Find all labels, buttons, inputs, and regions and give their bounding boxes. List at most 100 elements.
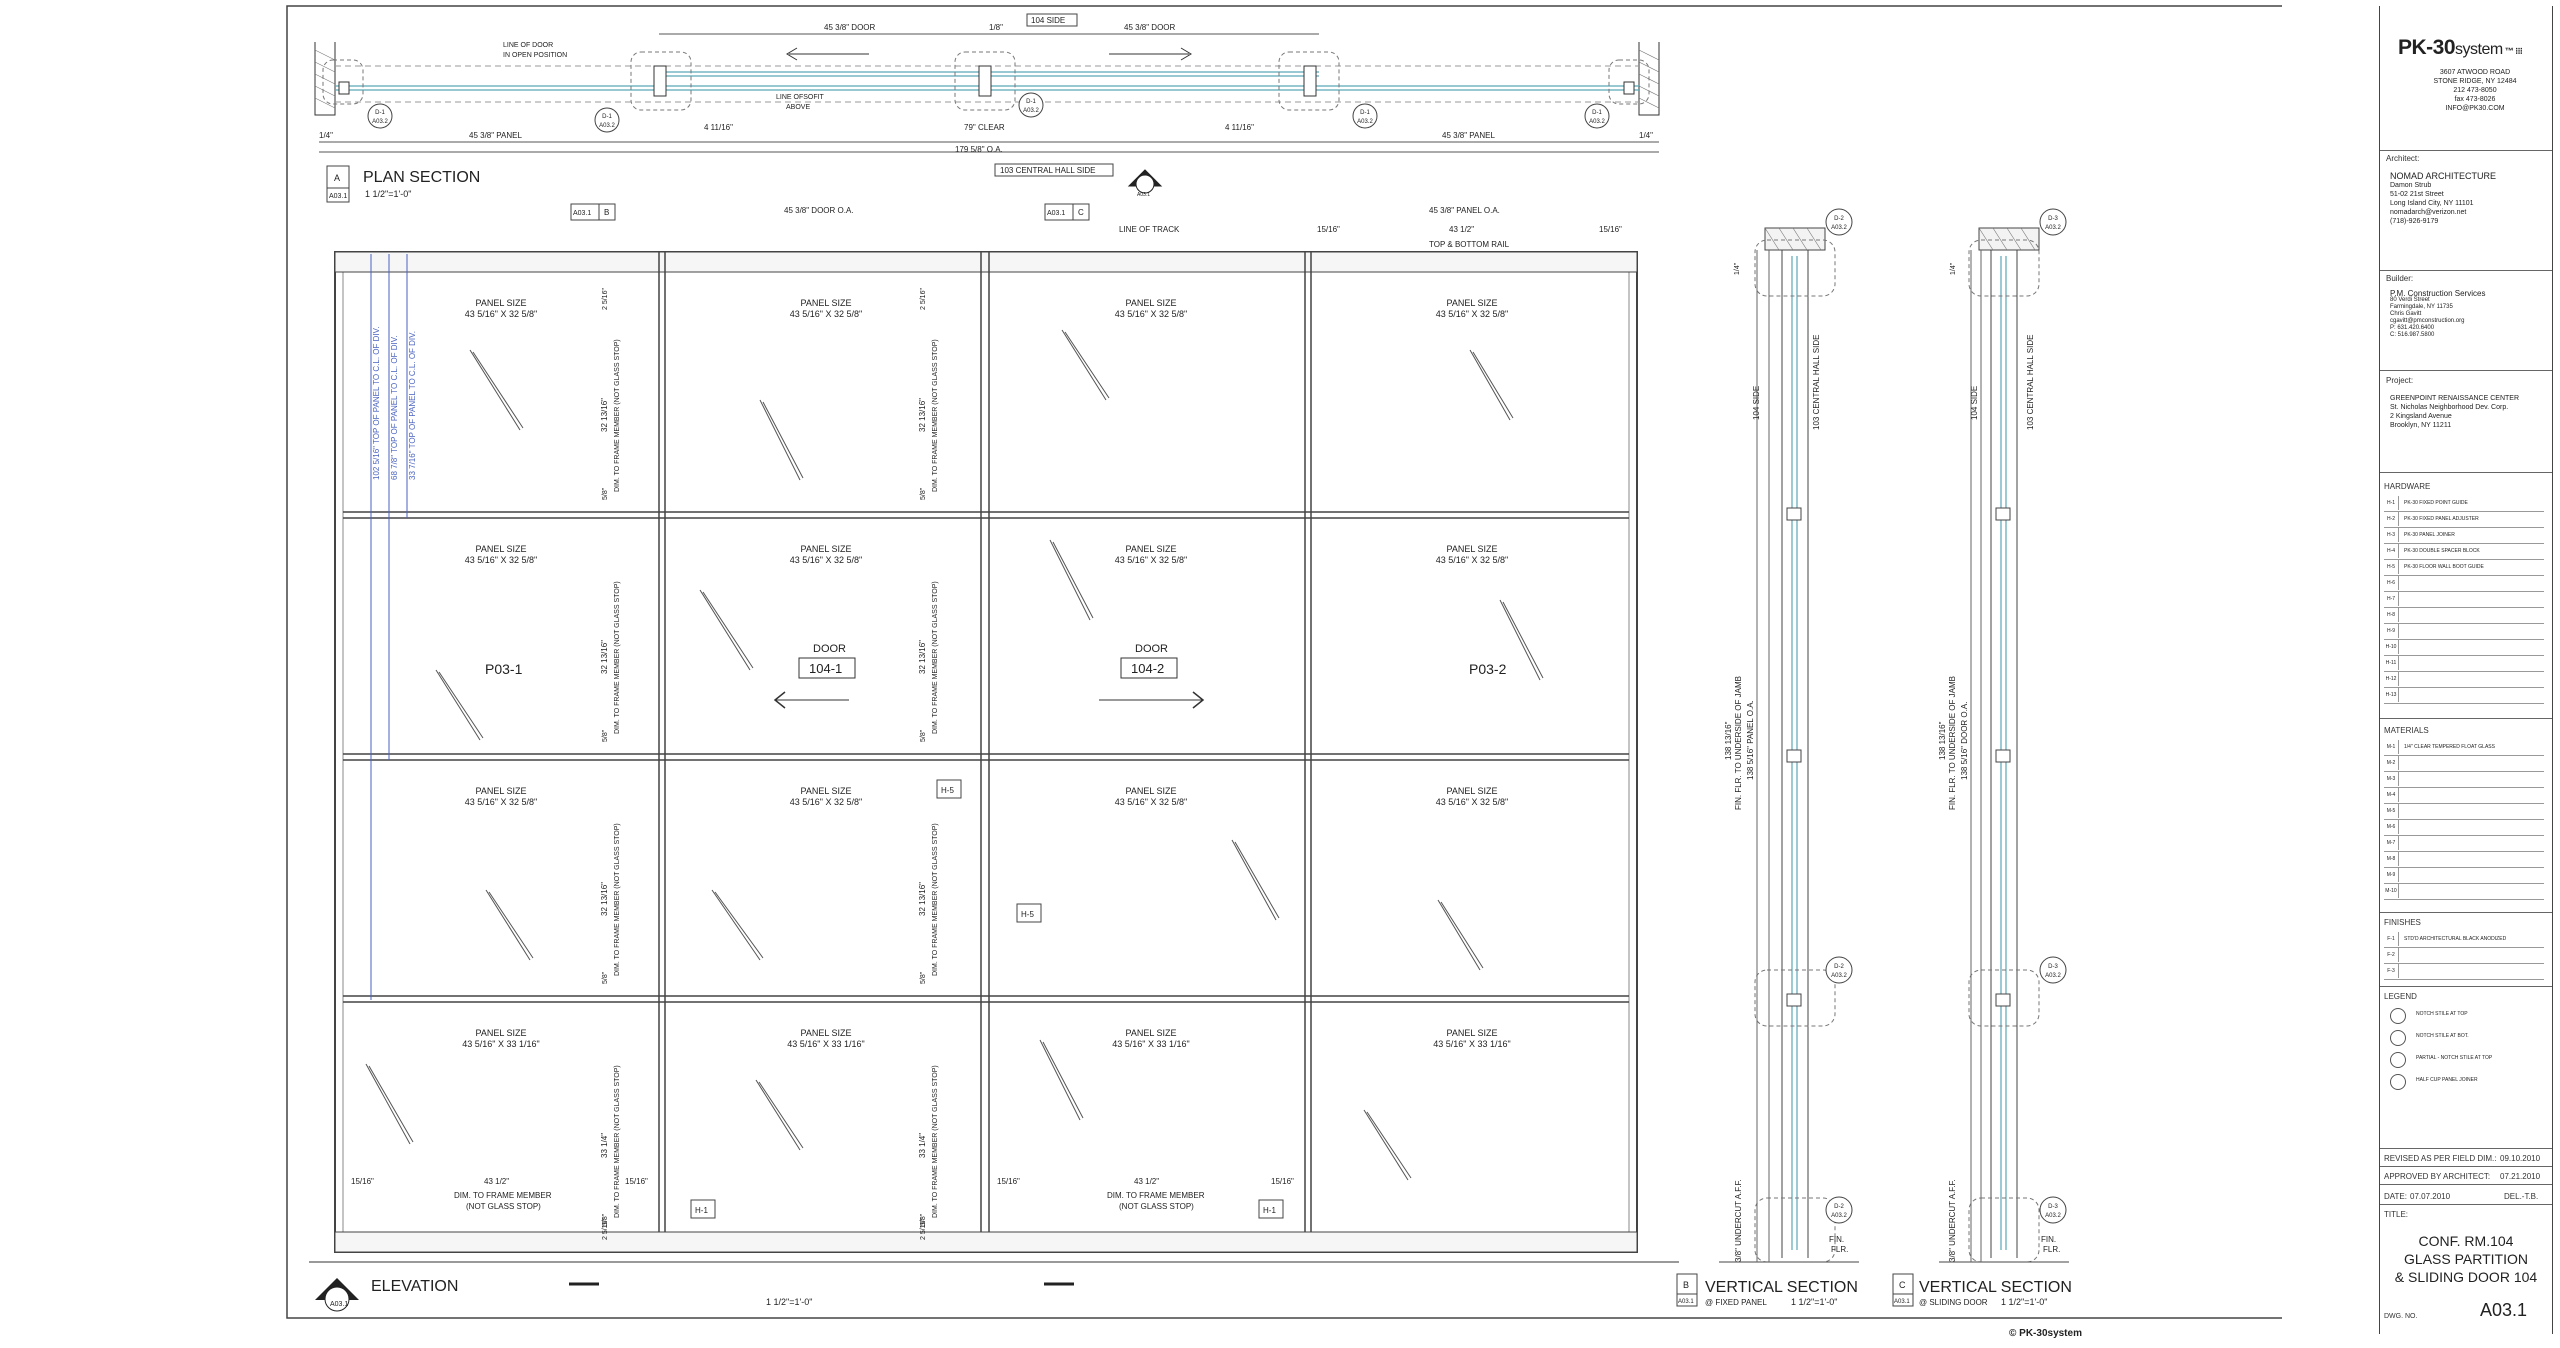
panel-size-label: PANEL SIZE xyxy=(1125,786,1176,796)
glint-mark xyxy=(472,351,524,429)
vertical-dim-small: 2 5/16" xyxy=(602,1218,609,1240)
secc-dim-main: 138 13/16" xyxy=(1938,721,1947,760)
vertical-dim-small: 5/8" xyxy=(602,729,609,742)
panel-size-label: PANEL SIZE xyxy=(800,298,851,308)
vertical-dim-value: 32 13/16" xyxy=(918,640,927,674)
secb-dim-oa: 138 5/16" PANEL O.A. xyxy=(1746,700,1755,780)
secb-side-r: 103 CENTRAL HALL SIDE xyxy=(1812,335,1821,430)
titleblock-line: cgavitt@pmconstruction.org xyxy=(2390,318,2465,324)
dwg-number: A03.1 xyxy=(2480,1300,2528,1320)
secc-marker-sheet: A03.1 xyxy=(1894,1299,1910,1305)
secc-sub: @ SLIDING DOOR xyxy=(1919,1298,1988,1307)
glint-mark xyxy=(488,891,534,959)
panel-size-value: 43 5/16" X 33 1/16" xyxy=(1433,1039,1510,1049)
hw-h5-2: H-5 xyxy=(1021,910,1034,919)
panel-size-label: PANEL SIZE xyxy=(475,786,526,796)
glint-mark xyxy=(1437,899,1481,971)
date-value: 07.07.2010 xyxy=(2410,1192,2451,1201)
plan-scale: 1 1/2"=1'-0" xyxy=(365,189,411,199)
titleblock-line: P.M. Construction Services xyxy=(2390,289,2486,298)
titleblock-line: GREENPOINT RENAISSANCE CENTER xyxy=(2390,395,2520,402)
secb-side-l: 104 SIDE xyxy=(1752,386,1761,420)
glint-mark xyxy=(1363,1109,1409,1181)
plan-dim-quarter-right: 1/4" xyxy=(1639,131,1653,140)
vertical-dim-value: 32 13/16" xyxy=(600,640,609,674)
panel-size-value: 43 5/16" X 32 5/8" xyxy=(790,309,862,319)
schedule-row: H-12 xyxy=(2384,672,2544,688)
schedule-code: M-6 xyxy=(2384,820,2399,834)
panel-size-value: 43 5/16" X 33 1/16" xyxy=(462,1039,539,1049)
schedule-row: H-13 xyxy=(2384,688,2544,704)
glint-mark xyxy=(702,591,754,669)
approved-date: 07.21.2010 xyxy=(2500,1172,2541,1181)
glint-mark xyxy=(714,891,764,959)
titleblock-line: 2 Kingsland Avenue xyxy=(2390,413,2452,420)
plan-side-bottom: 103 CENTRAL HALL SIDE xyxy=(1000,166,1095,175)
elev-top-rail: TOP & BOTTOM RAIL xyxy=(1429,240,1510,249)
hw-h1-2: H-1 xyxy=(1263,1206,1276,1215)
glint-mark xyxy=(438,671,484,739)
vertical-dim-small: 2 5/16" xyxy=(920,288,927,310)
glint-mark xyxy=(1499,599,1541,681)
secc-dim-oa: 138 5/16" DOOR O.A. xyxy=(1960,702,1969,780)
titleblock-line: Damon Strub xyxy=(2390,182,2432,189)
elev-dim-frame-1-l: DIM. TO FRAME MEMBER xyxy=(454,1191,552,1200)
callout-sheet: A03.2 xyxy=(1589,119,1605,125)
plan-dim-oa: 179 5/8" O.A. xyxy=(955,145,1003,154)
schedule-row: H-6 xyxy=(2384,576,2544,592)
footer-logo: © PK-30system xyxy=(2009,1328,2082,1339)
titleblock-line: nomadarch@verizon.net xyxy=(2390,209,2467,216)
panel-size-label: PANEL SIZE xyxy=(1446,298,1497,308)
panel-size-value: 43 5/16" X 32 5/8" xyxy=(1115,797,1187,807)
schedule-item: PK-30 FLOOR WALL BOOT GUIDE xyxy=(2404,564,2484,570)
callout-number: D-3 xyxy=(2048,216,2058,222)
schedule-item: PK-30 FIXED PANEL ADJUSTER xyxy=(2404,516,2479,522)
schedule-code: H-9 xyxy=(2384,624,2399,638)
schedule-row: F-2 xyxy=(2384,948,2544,964)
schedule-item: PK-30 PANEL JOINER xyxy=(2404,532,2455,538)
legend-symbol-icon xyxy=(2390,1074,2406,1090)
titleblock-line: Chris Gavitt xyxy=(2390,311,2422,317)
approved-label: APPROVED BY ARCHITECT: xyxy=(2384,1172,2491,1181)
plan-marker: A xyxy=(334,173,340,183)
panel-size-label: PANEL SIZE xyxy=(475,1028,526,1038)
schedule-row: M-9 xyxy=(2384,868,2544,884)
brand-suffix: system xyxy=(2455,41,2503,58)
schedule-code: M-4 xyxy=(2384,788,2399,802)
schedule-code: F-2 xyxy=(2384,948,2399,962)
vertical-dim-value: 33 1/4" xyxy=(600,1133,609,1158)
vertical-section-sliding-door xyxy=(1939,227,2069,1263)
panel-size-label: PANEL SIZE xyxy=(1446,544,1497,554)
brand-name: PK-30 xyxy=(2398,36,2456,59)
vertical-dim-value: 32 13/16" xyxy=(918,882,927,916)
plan-section-view xyxy=(314,33,1660,194)
hardware-label: HARDWARE xyxy=(2384,482,2431,491)
titleblock-line: 80 Verdi Street xyxy=(2390,297,2430,303)
detail-callout-d1 xyxy=(1352,103,1378,129)
schedule-row: H-11 xyxy=(2384,656,2544,672)
footer-text: PK-30system xyxy=(2019,1328,2082,1339)
glint-mark xyxy=(1049,539,1091,621)
schedule-code: M-9 xyxy=(2384,868,2399,882)
schedule-row: H-10 xyxy=(2384,640,2544,656)
elev-ref-c: C xyxy=(1078,208,1084,217)
panel-size-label: PANEL SIZE xyxy=(800,1028,851,1038)
titleblock-line: (718)-926-9179 xyxy=(2390,218,2439,225)
callout-sheet: A03.2 xyxy=(372,119,388,125)
secb-title: VERTICAL SECTION xyxy=(1705,1279,1858,1296)
plan-side-top: 104 SIDE xyxy=(1031,16,1065,25)
finishes-label: FINISHES xyxy=(2384,918,2421,927)
schedule-code: M-7 xyxy=(2384,836,2399,850)
door-1-label: DOOR xyxy=(813,643,846,655)
project-label: Project: xyxy=(2386,376,2414,385)
schedule-code: H-13 xyxy=(2384,688,2399,702)
elevation-scale: 1 1/2"=1'-0" xyxy=(766,1297,812,1307)
wall-right xyxy=(1638,42,1660,116)
secb-dim-main2: FIN. FLR. TO UNDERSIDE OF JAMB xyxy=(1734,676,1743,810)
